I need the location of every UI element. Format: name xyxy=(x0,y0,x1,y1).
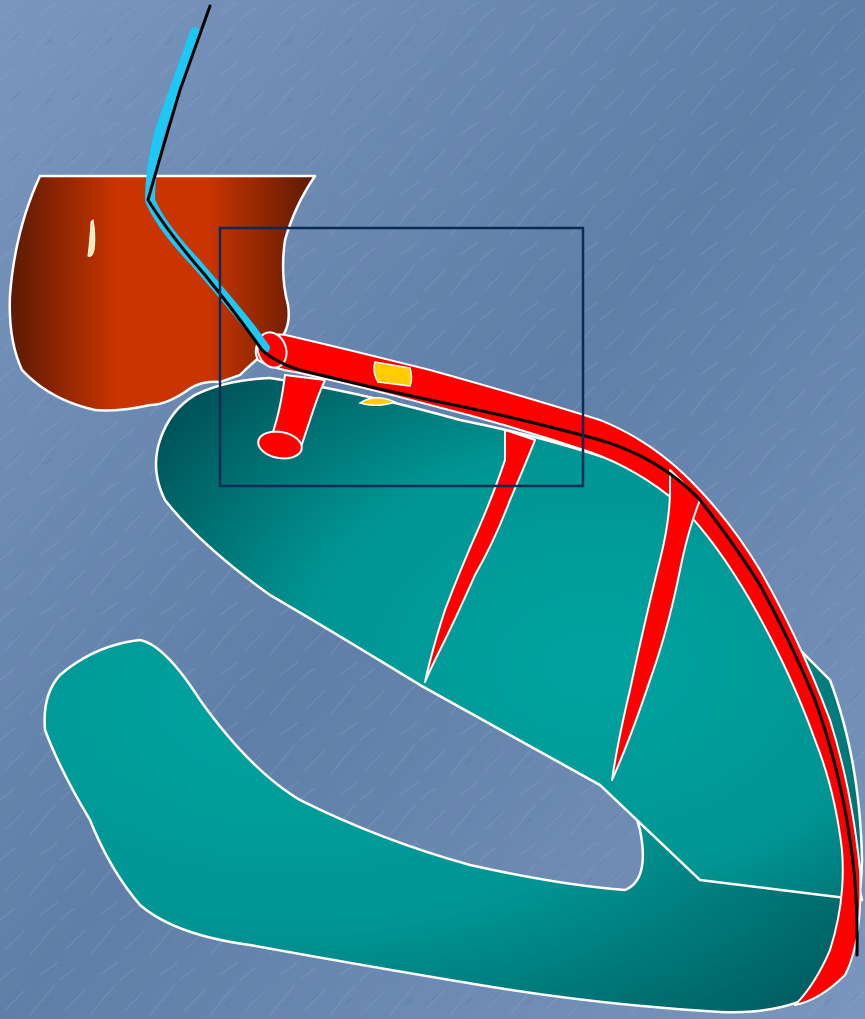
diagram-canvas xyxy=(0,0,865,1019)
